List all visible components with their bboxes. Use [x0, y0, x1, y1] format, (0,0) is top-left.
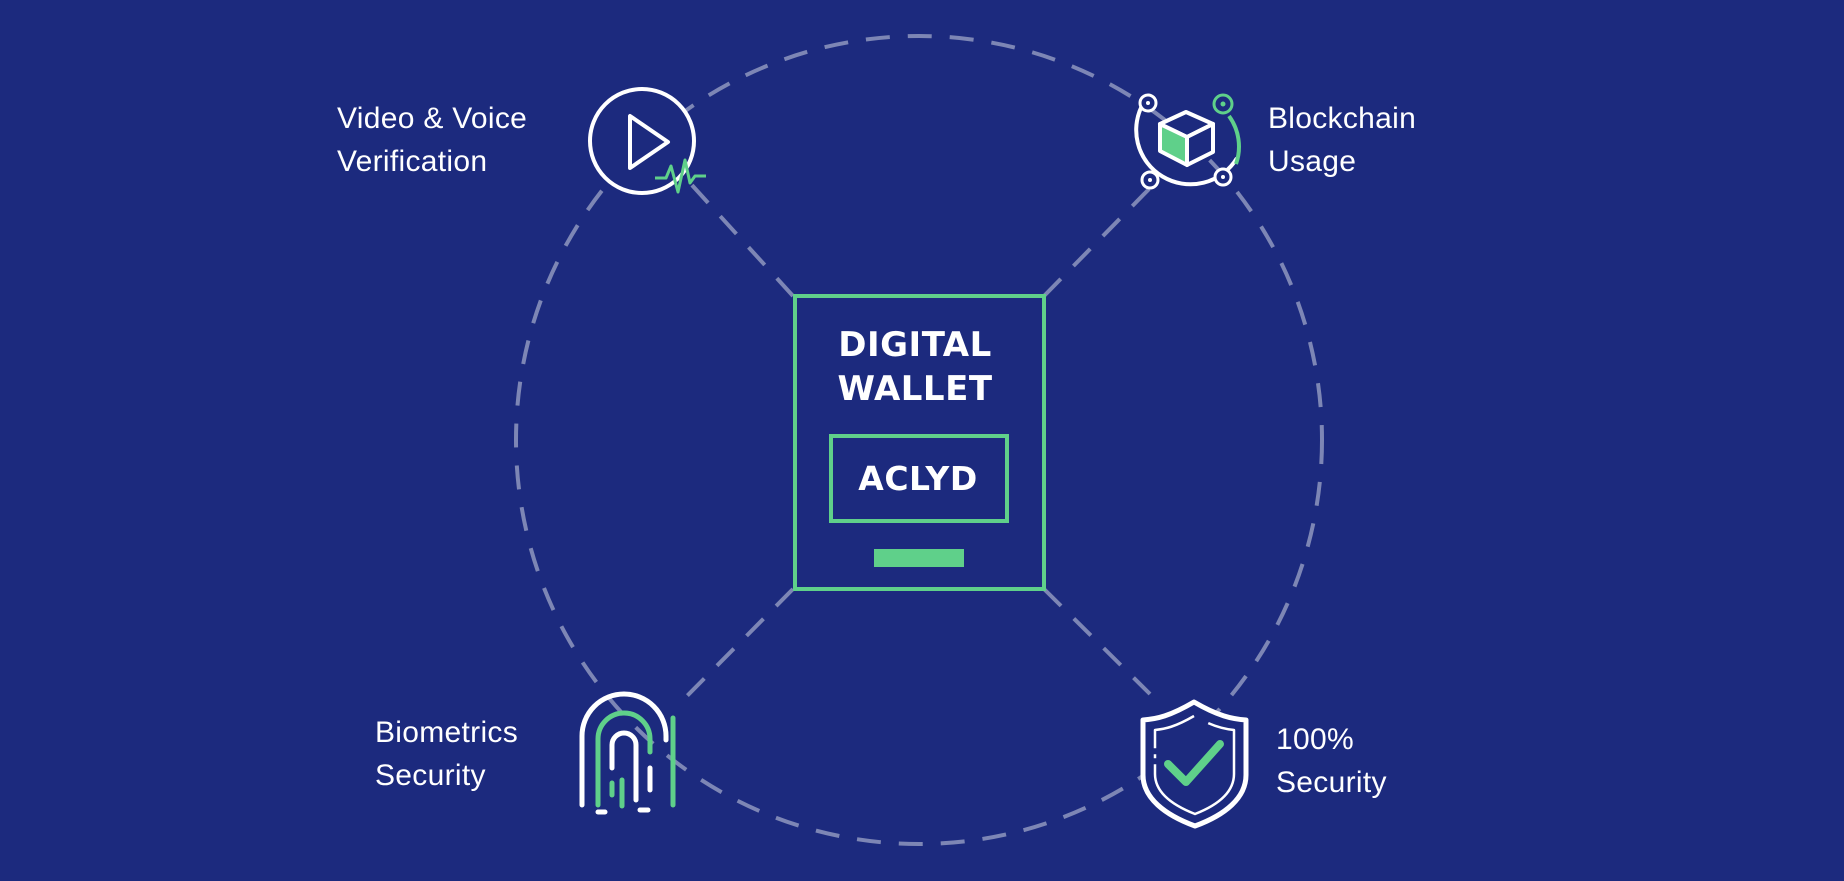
wallet-title: DIGITAL WALLET	[795, 323, 1035, 411]
blockchain-cube-icon	[1134, 93, 1241, 190]
feature-label-security: 100% Security	[1276, 718, 1387, 804]
wallet-title-line2: WALLET	[837, 369, 993, 409]
feature-label-biometrics: Biometrics Security	[375, 711, 518, 797]
brand-box	[829, 434, 1009, 523]
wallet-box	[793, 294, 1046, 591]
connector-top-left	[688, 181, 795, 298]
dashed-ring	[514, 34, 1324, 846]
brand-name: ACLYD	[858, 459, 978, 498]
feature-label-blockchain-line1: Blockchain	[1268, 102, 1417, 135]
fingerprint-icon	[579, 691, 676, 815]
feature-label-security-line1: 100%	[1276, 723, 1354, 756]
feature-label-blockchain: Blockchain Usage	[1268, 97, 1416, 183]
feature-label-video-line2: Verification	[337, 145, 488, 178]
play-waveform-icon	[588, 87, 706, 195]
connector-bottom-right	[1042, 587, 1152, 696]
feature-label-video-voice: Video & Voice Verification	[337, 97, 527, 183]
feature-label-biometrics-line2: Security	[375, 759, 486, 792]
feature-label-blockchain-line2: Usage	[1268, 145, 1357, 178]
feature-label-biometrics-line1: Biometrics	[375, 716, 519, 749]
shield-check-icon	[1140, 699, 1249, 829]
wallet-slot-bar	[874, 549, 964, 567]
connector-top-right	[1042, 183, 1155, 298]
connector-bottom-left	[681, 587, 795, 702]
feature-label-security-line2: Security	[1276, 766, 1387, 799]
wallet-title-line1: DIGITAL	[838, 325, 992, 365]
feature-label-video-line1: Video & Voice	[337, 102, 528, 135]
